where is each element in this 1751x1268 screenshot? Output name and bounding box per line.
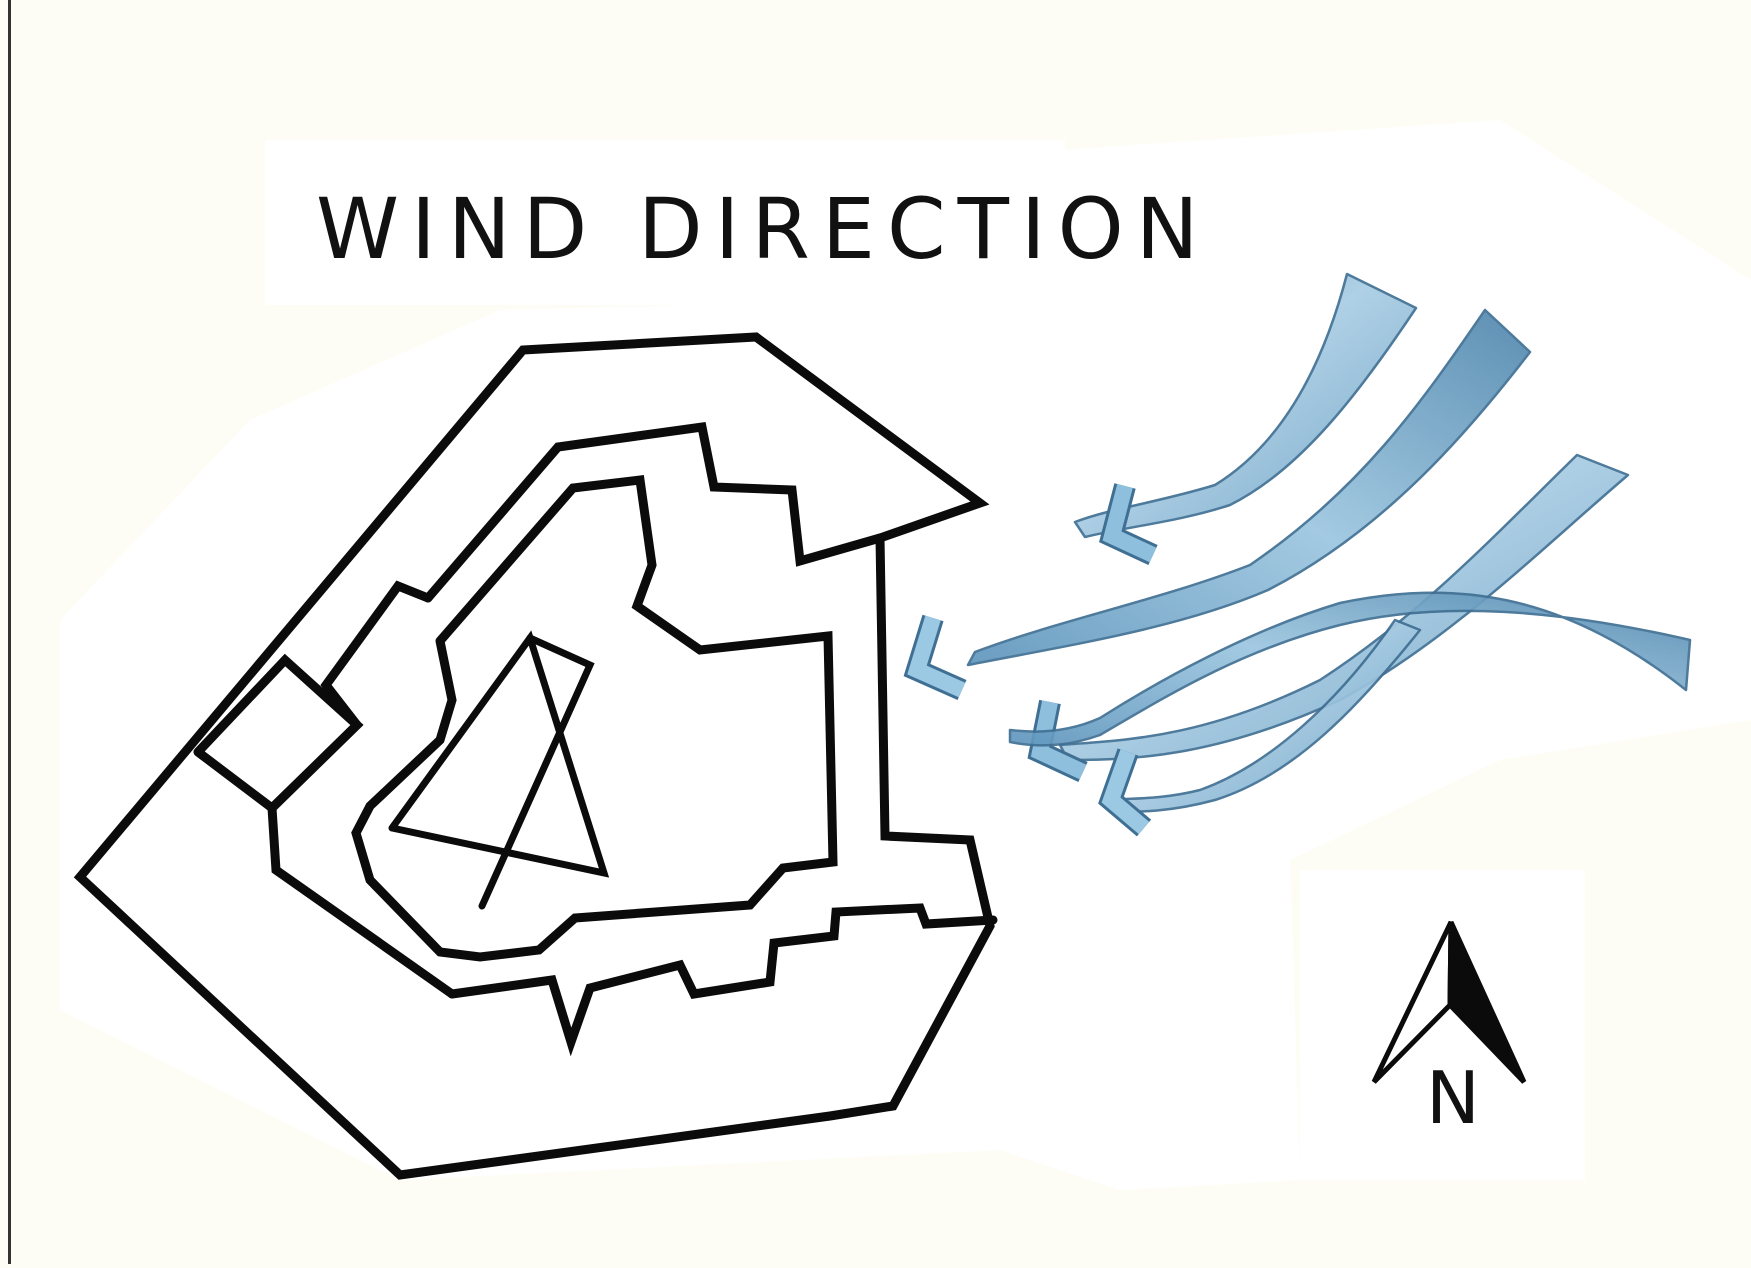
north-label: N: [1426, 1056, 1480, 1140]
wind-arrow-1: [1073, 272, 1418, 565]
north-arrow-icon: N: [1371, 920, 1527, 1140]
inner-terrace-outline: [423, 421, 885, 603]
wind-stream-2: [966, 308, 1532, 667]
north-arrow-right-half: [1447, 920, 1527, 1084]
wind-arrow-2: [903, 308, 1532, 701]
wind-arrow-5: [1098, 618, 1422, 837]
inner-courtyard-wall: [351, 475, 838, 962]
courtyard-triangle-b: [478, 634, 595, 910]
courtyard-triangle-a: [388, 630, 610, 878]
south-stepped-edge: [447, 903, 998, 1057]
north-patch: [1300, 870, 1585, 1180]
site-plan: [73, 332, 998, 1180]
wind-stream-1: [1073, 272, 1418, 539]
page-border-line: [8, 0, 11, 1264]
wind-streams: [903, 272, 1692, 837]
title-patch: [265, 140, 1065, 305]
wind-stream-4: [1008, 591, 1692, 747]
site-outer-boundary: [73, 332, 995, 1180]
diagram-title: WIND DIRECTION: [316, 180, 1211, 278]
wind-arrow-4: [1008, 591, 1692, 747]
entry-block: [193, 653, 364, 814]
